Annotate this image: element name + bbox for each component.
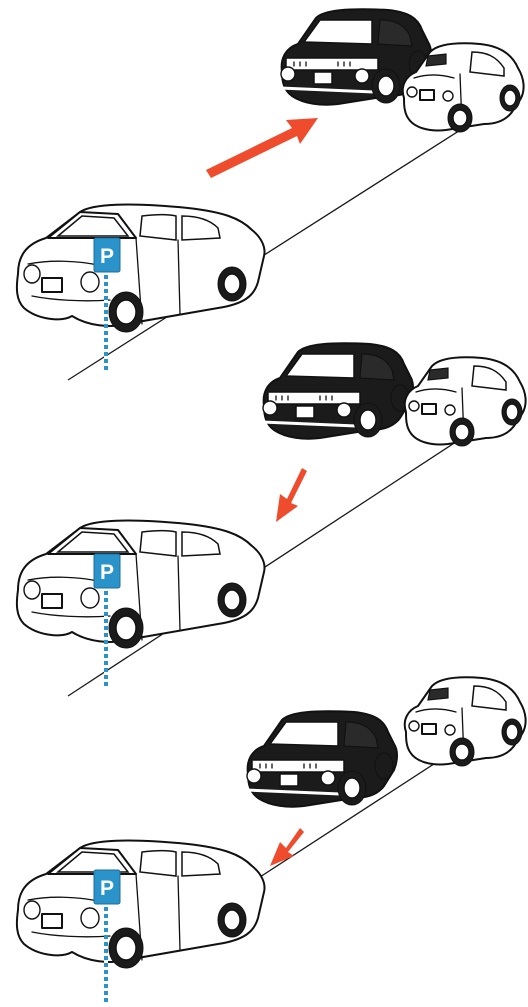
dark-car bbox=[246, 711, 397, 806]
step-1: P bbox=[17, 9, 524, 370]
reverse-arrow bbox=[270, 828, 304, 866]
forward-arrow bbox=[206, 118, 318, 178]
small-white-car bbox=[405, 677, 526, 766]
parking-sign-letter: P bbox=[100, 877, 114, 900]
step-2: P bbox=[17, 343, 526, 686]
parking-sign-letter: P bbox=[100, 245, 114, 268]
parked-sedan bbox=[17, 521, 265, 648]
small-white-car bbox=[405, 357, 526, 446]
reverse-arrow bbox=[276, 468, 307, 522]
step-3: P bbox=[17, 677, 526, 1002]
dark-car bbox=[262, 343, 413, 438]
parking-sign-letter: P bbox=[100, 561, 114, 584]
parked-sedan bbox=[17, 841, 265, 968]
parked-sedan bbox=[17, 205, 265, 332]
